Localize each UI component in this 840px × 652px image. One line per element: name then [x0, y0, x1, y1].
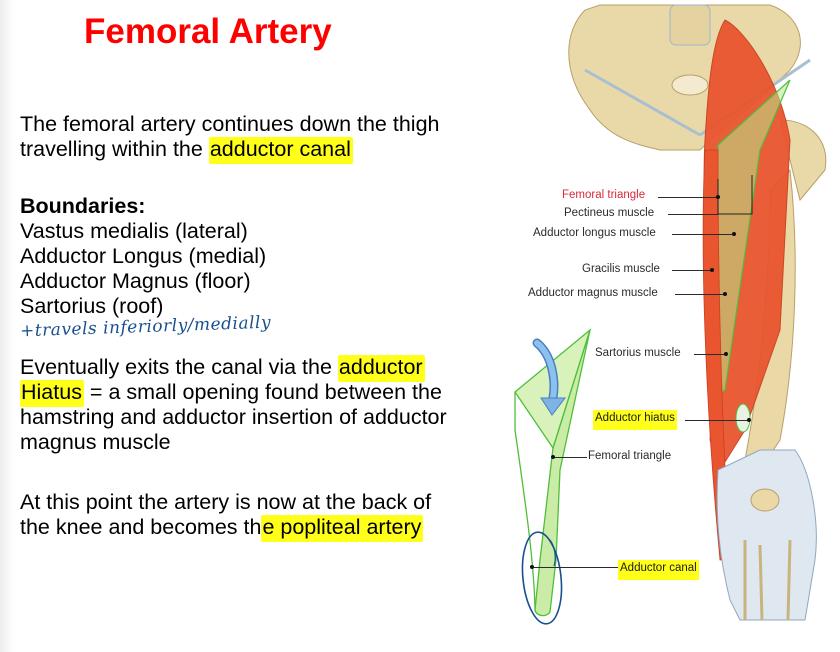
label-gracilis-muscle: Gracilis muscle [582, 263, 660, 275]
leader-dot [723, 292, 727, 296]
thigh-illustration [514, 4, 827, 625]
leader-line [672, 270, 712, 271]
boundary-item: Sartorius (roof) [20, 294, 164, 318]
intro-line-2-text: travelling within the [20, 137, 209, 161]
boundaries-heading: Boundaries: [20, 194, 146, 218]
paragraph-intro: The femoral artery continues down the th… [20, 112, 440, 164]
leader-line [658, 197, 718, 198]
highlight-adductor-canal: adductor canal [208, 137, 353, 164]
intro-line-2: travelling within the adductor canal [20, 137, 439, 164]
leader-dot [551, 455, 555, 459]
leader-dot [530, 565, 534, 569]
leader-dot [710, 268, 714, 272]
leader-line [668, 214, 718, 215]
label-adductor-hiatus: Adductor hiatus [593, 410, 677, 430]
exit-line-1-text: Eventually exits the canal via the [20, 355, 338, 379]
leader-line [532, 567, 618, 568]
intro-line-1: The femoral artery continues down the th… [20, 112, 440, 136]
anatomy-figure: Femoral triangle Pectineus muscle Adduct… [500, 0, 840, 652]
leader-dot [724, 352, 728, 356]
boundary-item: Adductor Magnus (floor) [20, 269, 251, 293]
boundary-item: Adductor Longus (medial) [20, 244, 267, 268]
exit-line-1: Eventually exits the canal via the adduc… [20, 355, 447, 382]
popliteal-line-1: At this point the artery is now at the b… [20, 490, 432, 514]
boundaries-section: Boundaries: Vastus medialis (lateral) Ad… [20, 194, 266, 319]
boundary-item: Vastus medialis (lateral) [20, 219, 248, 243]
paragraph-exit: Eventually exits the canal via the adduc… [20, 355, 447, 455]
slide-title: Femoral Artery [84, 12, 332, 51]
highlight-popliteal-artery: e popliteal artery [261, 515, 424, 542]
label-pectineus-muscle: Pectineus muscle [564, 207, 655, 219]
leader-line [675, 294, 725, 295]
exit-line-2-text: = a small opening found between the [83, 380, 442, 404]
leader-line [685, 420, 749, 421]
label-adductor-magnus-muscle: Adductor magnus muscle [528, 287, 658, 299]
exit-line-2: Hiatus = a small opening found between t… [20, 380, 447, 407]
highlight-adductor: adductor [337, 355, 425, 382]
leader-line [553, 457, 587, 458]
leader-line [694, 354, 726, 355]
leader-dot [732, 232, 736, 236]
label-femoral-triangle: Femoral triangle [562, 189, 646, 201]
leader-dot [747, 418, 751, 422]
highlight-hiatus: Hiatus [20, 380, 84, 407]
popliteal-line-2: the knee and becomes the popliteal arter… [20, 515, 431, 542]
popliteal-line-2-text: the knee and becomes th [20, 515, 262, 539]
slide-edge-shade [0, 0, 14, 652]
exit-line-4: magnus muscle [20, 430, 171, 454]
leader-dot [716, 195, 720, 199]
label-femoral-triangle-inset: Femoral triangle [588, 450, 672, 462]
exit-line-3: hamstring and adductor insertion of addu… [20, 405, 447, 429]
label-adductor-canal: Adductor canal [618, 560, 699, 580]
paragraph-popliteal: At this point the artery is now at the b… [20, 490, 432, 542]
leader-line [672, 234, 734, 235]
label-sartorius-muscle: Sartorius muscle [595, 347, 681, 359]
label-adductor-longus-muscle: Adductor longus muscle [533, 227, 656, 239]
